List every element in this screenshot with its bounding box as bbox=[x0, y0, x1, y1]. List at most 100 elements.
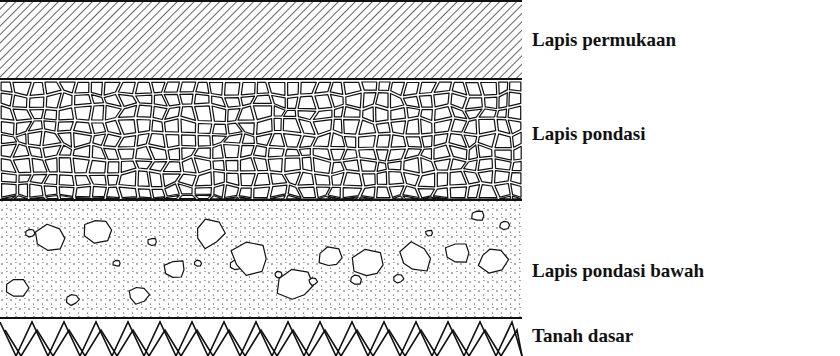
stone bbox=[13, 109, 32, 120]
stone bbox=[343, 149, 357, 159]
stone bbox=[362, 174, 375, 186]
layer-label: Lapis pondasi bbox=[530, 123, 648, 145]
stone bbox=[434, 159, 450, 170]
subgrade-layer: Tanah dasar bbox=[0, 319, 840, 356]
stone bbox=[107, 187, 120, 198]
stone bbox=[242, 134, 254, 143]
stone bbox=[59, 187, 74, 196]
stone bbox=[30, 197, 45, 199]
stone bbox=[450, 187, 466, 198]
stone bbox=[19, 184, 28, 197]
stone bbox=[76, 198, 92, 199]
stone bbox=[30, 184, 43, 197]
stone bbox=[388, 149, 406, 161]
stone bbox=[418, 189, 434, 198]
stone bbox=[274, 118, 281, 130]
stone bbox=[137, 134, 149, 147]
pebble bbox=[195, 260, 202, 266]
layer-label: Tanah dasar bbox=[530, 325, 635, 347]
stone bbox=[514, 146, 521, 160]
stone bbox=[213, 124, 227, 134]
stone bbox=[331, 133, 345, 147]
stone bbox=[450, 171, 466, 185]
stone bbox=[421, 158, 435, 173]
stone bbox=[257, 82, 269, 93]
stone bbox=[163, 162, 180, 172]
base-layer: Lapis pondasi bbox=[0, 80, 840, 200]
stone bbox=[343, 160, 359, 171]
stone bbox=[270, 134, 285, 147]
stone bbox=[363, 93, 376, 108]
stone bbox=[298, 187, 315, 198]
stone bbox=[376, 123, 390, 133]
stone bbox=[302, 157, 312, 171]
stone bbox=[165, 107, 180, 120]
stone bbox=[180, 94, 193, 104]
pebble bbox=[319, 247, 342, 266]
stone bbox=[59, 108, 74, 120]
stone bbox=[299, 148, 310, 155]
stone bbox=[92, 105, 104, 120]
stone bbox=[106, 198, 119, 199]
stone bbox=[361, 187, 375, 198]
stone bbox=[136, 82, 152, 93]
stone bbox=[421, 110, 433, 121]
stone bbox=[512, 161, 521, 170]
stone bbox=[406, 137, 421, 147]
stone bbox=[434, 134, 448, 146]
stone bbox=[403, 196, 419, 199]
stone bbox=[495, 171, 510, 183]
stone bbox=[328, 196, 343, 199]
stone bbox=[43, 145, 61, 157]
stone bbox=[30, 83, 44, 96]
layer-label: Lapis pondasi bawah bbox=[530, 260, 706, 282]
stone bbox=[138, 189, 151, 198]
stone bbox=[212, 106, 226, 122]
stone bbox=[16, 121, 31, 134]
pebble bbox=[36, 224, 65, 250]
stone bbox=[194, 148, 210, 159]
stone bbox=[198, 136, 210, 147]
stone bbox=[449, 145, 467, 159]
stone bbox=[359, 120, 376, 134]
stone bbox=[344, 82, 361, 94]
stone bbox=[92, 123, 106, 134]
stone bbox=[512, 196, 521, 199]
stone bbox=[481, 83, 497, 96]
stone bbox=[284, 134, 302, 148]
stone bbox=[181, 119, 196, 133]
stone bbox=[359, 136, 376, 148]
stone bbox=[59, 175, 74, 186]
stone bbox=[44, 121, 56, 131]
stone bbox=[136, 147, 152, 160]
stone bbox=[298, 96, 316, 109]
stone bbox=[44, 186, 57, 196]
stone bbox=[478, 159, 492, 171]
stone bbox=[499, 82, 508, 94]
stone bbox=[179, 195, 196, 199]
stone bbox=[59, 158, 72, 173]
stone bbox=[330, 82, 343, 94]
stone bbox=[227, 173, 239, 185]
stone bbox=[495, 184, 510, 198]
stone bbox=[239, 197, 251, 199]
pebble bbox=[394, 275, 404, 283]
stone bbox=[138, 171, 149, 187]
pebble bbox=[231, 242, 266, 275]
stone bbox=[1, 106, 14, 120]
stone bbox=[241, 158, 256, 171]
stone bbox=[30, 174, 47, 183]
stone bbox=[164, 195, 179, 198]
stone bbox=[344, 137, 355, 148]
stone bbox=[495, 159, 511, 170]
stone bbox=[495, 150, 511, 160]
stone bbox=[288, 83, 299, 96]
stone bbox=[466, 83, 482, 96]
stone bbox=[194, 94, 209, 104]
stone bbox=[499, 196, 510, 199]
stone bbox=[434, 93, 449, 107]
stone bbox=[344, 120, 360, 134]
stone bbox=[388, 161, 402, 170]
stone bbox=[298, 111, 316, 120]
stone bbox=[253, 95, 271, 103]
